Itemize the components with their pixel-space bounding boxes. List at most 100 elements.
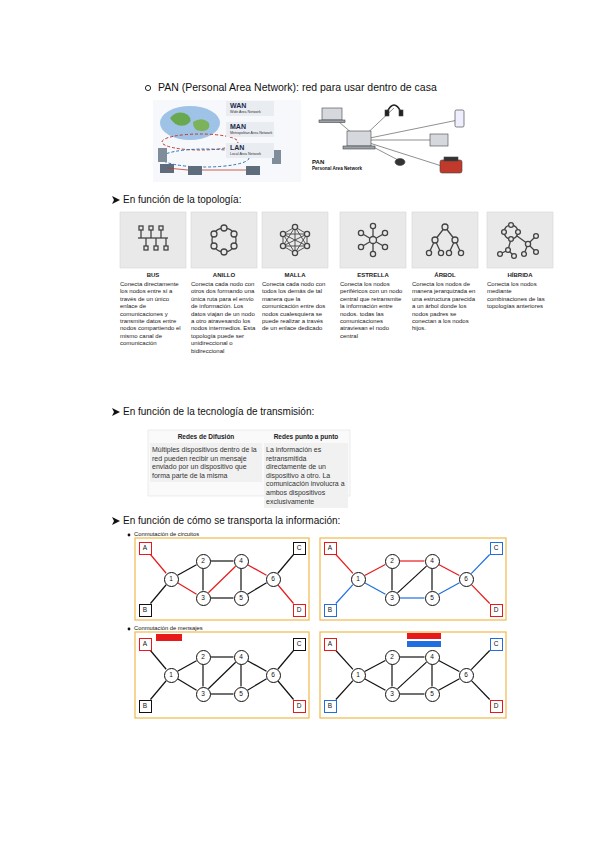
switch-node: 1 [351, 668, 366, 683]
node-label: 2 [390, 654, 394, 661]
network-link [400, 560, 425, 561]
endpoint-box: D [293, 700, 306, 713]
switch-node: 6 [459, 572, 474, 587]
figure-label: MAN [230, 123, 246, 131]
network-link [211, 560, 234, 561]
node-label: A [328, 641, 332, 648]
switch-node: 3 [385, 591, 400, 606]
node-label: 3 [201, 691, 205, 698]
topology-icons [138, 223, 538, 259]
network-link [431, 569, 432, 591]
network-link [336, 651, 353, 670]
node-label: A [143, 545, 147, 552]
message-bar [156, 633, 441, 647]
network-link [400, 597, 425, 598]
node-label: B [328, 703, 332, 710]
switch-node: 4 [425, 554, 440, 569]
endpoint-box: A [324, 638, 337, 651]
node-label: 1 [169, 576, 173, 583]
node-label: B [143, 607, 147, 614]
network-link [202, 569, 203, 591]
network-link [248, 661, 267, 672]
endpoint-box: A [139, 542, 152, 555]
network-scope-illustration [153, 100, 301, 182]
card-body: Conecta los nodos periféricos con un nod… [340, 281, 406, 340]
switch-node: 5 [234, 687, 249, 702]
table-column: Redes punto a puntoLa información es ret… [264, 432, 348, 508]
network-link [398, 662, 427, 689]
list-item: PAN (Personal Area Network): red para us… [158, 81, 437, 93]
node-label: B [328, 607, 332, 614]
card-title: Redes de Difusión [150, 432, 262, 443]
card-body: Conecta cada nodo con todos los demás de… [262, 281, 328, 333]
node-label: D [494, 703, 499, 710]
node-label: 3 [201, 595, 205, 602]
node-label: 4 [430, 558, 434, 565]
network-link [439, 583, 460, 595]
node-label: A [143, 641, 147, 648]
network-link [398, 566, 427, 593]
switch-node: 4 [234, 554, 249, 569]
switch-node: 5 [425, 591, 440, 606]
network-link [240, 569, 241, 591]
node-label: C [297, 545, 302, 552]
section-heading: En función de la topología: [123, 194, 241, 206]
node-label: 4 [239, 654, 243, 661]
node-label: 6 [464, 576, 468, 583]
network-link [211, 693, 234, 694]
network-link [471, 584, 489, 603]
switch-node: 3 [385, 687, 400, 702]
network-link [365, 565, 386, 576]
node-label: C [297, 641, 302, 648]
node-label: B [143, 703, 147, 710]
endpoint-box: B [324, 700, 337, 713]
card-title: ANILLO [191, 271, 257, 279]
node-label: 1 [169, 672, 173, 679]
endpoint-box: A [139, 638, 152, 651]
network-link [336, 555, 353, 574]
switch-node: 1 [351, 572, 366, 587]
network-link [178, 661, 197, 672]
node-label: 3 [390, 691, 394, 698]
network-link [439, 565, 460, 576]
node-label: 1 [356, 576, 360, 583]
node-label: 2 [201, 654, 205, 661]
network-link [150, 555, 166, 574]
card-body: Múltiples dispositivos dentro de la red … [150, 443, 262, 482]
card-title: ÁRBOL [412, 271, 478, 279]
sub-heading: Conmutación de mensajes [134, 625, 203, 632]
network-link [439, 661, 460, 672]
network-link [471, 680, 489, 699]
figure-label: Metropolitan Area Network [230, 131, 272, 135]
network-link [365, 679, 386, 691]
node-label: D [297, 703, 302, 710]
topology-card: ÁRBOLConecta los nodos de manera jerarqu… [412, 271, 478, 333]
network-link [150, 651, 166, 670]
network-link [439, 679, 460, 691]
topology-card: BUSConecta directamente los nodos entre … [120, 271, 186, 348]
network-link [211, 597, 234, 598]
section-heading: En función de la tecnología de transmisi… [123, 406, 314, 418]
network-link [177, 679, 196, 690]
figure-label: Wide Area Network [230, 110, 261, 114]
network-link [278, 651, 294, 670]
card-body: Conecta cada nodo con otros dos formando… [191, 281, 257, 355]
endpoint-box: D [490, 604, 503, 617]
node-label: 6 [271, 576, 275, 583]
network-link [391, 569, 392, 591]
node-label: C [494, 545, 499, 552]
topology-card: ESTRELLAConecta los nodos periféricos co… [340, 271, 406, 340]
card-title: MALLA [262, 271, 328, 279]
network-link [278, 585, 294, 604]
network-link [431, 665, 432, 687]
network-link [278, 555, 294, 574]
topology-card: ANILLO Conecta cada nodo con otros dos fo… [191, 271, 257, 355]
node-label: D [494, 607, 499, 614]
network-link [240, 665, 241, 687]
network-link [471, 555, 489, 574]
card-body: Conecta los nodos mediante combinaciones… [487, 281, 553, 311]
figure-label: PAN [312, 159, 324, 166]
node-label: 4 [430, 654, 434, 661]
